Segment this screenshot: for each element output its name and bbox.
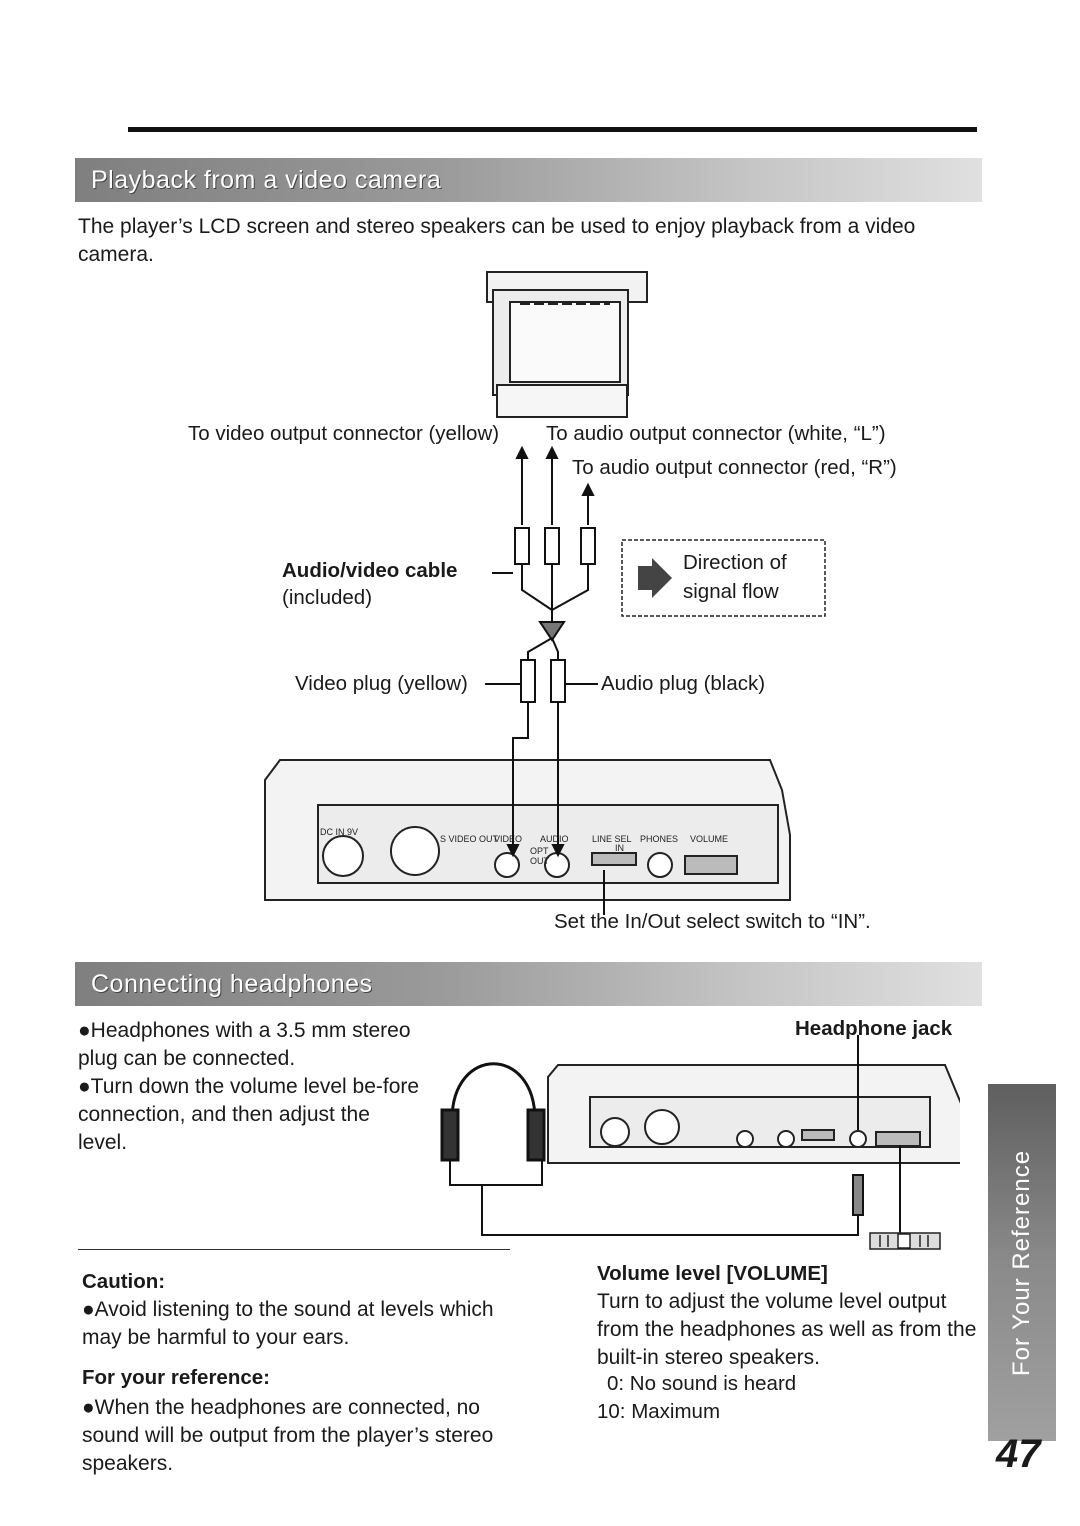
player-side-panel-small — [547, 1064, 960, 1164]
panel-label-opt: OPT — [530, 846, 549, 856]
cable-included-label: (included) — [282, 586, 373, 609]
audio-plug-label: Audio plug (black) — [601, 672, 766, 695]
video-plug-label: Video plug (yellow) — [295, 672, 468, 695]
volume-dial-icon — [869, 1232, 941, 1250]
direction-arrow-icon — [638, 558, 672, 598]
headphone-cable — [481, 1035, 901, 1236]
caution-heading: Caution: — [82, 1270, 166, 1293]
page-number: 47 — [996, 1432, 1041, 1476]
cables-to-jacks — [506, 722, 605, 915]
headphone-jack-label: Headphone jack — [795, 1017, 953, 1040]
panel-label-audio: AUDIO — [540, 834, 569, 844]
video-camera-connection-diagram: DC IN 9V S VIDEO OUT VIDEO AUDIO LINE SE… — [264, 271, 826, 915]
panel-label-out: OUT — [530, 856, 550, 866]
panel-label-video: VIDEO — [494, 834, 522, 844]
reference-text: ●When the headphones are connected, no s… — [82, 1396, 494, 1475]
panel-label-line-sel: LINE SEL — [592, 834, 632, 844]
cable-plugs — [485, 610, 598, 722]
reference-heading: For your reference: — [82, 1366, 270, 1389]
sidebar-label: For Your Reference — [1008, 1149, 1035, 1376]
connector-arrows — [515, 445, 595, 525]
switch-note: Set the In/Out select switch to “IN”. — [554, 910, 871, 933]
volume-min: 0: No sound is heard — [607, 1372, 797, 1395]
panel-label-dc-in: DC IN 9V — [320, 827, 358, 837]
section-title-headphones: Connecting headphones — [75, 962, 982, 1006]
caution-divider — [78, 1249, 510, 1250]
sidebar-tab: For Your Reference — [988, 1084, 1056, 1441]
player-side-panel — [264, 759, 791, 901]
headphones-bullet-2: ●Turn down the volume level be-fore conn… — [78, 1075, 420, 1154]
rca-plugs — [514, 527, 596, 611]
headphones-bullet-1: ●Headphones with a 3.5 mm stereo plug ca… — [78, 1019, 411, 1070]
signal-flow-legend — [621, 539, 826, 617]
audio-output-white-label: To audio output connector (white, “L”) — [546, 422, 886, 445]
panel-label-in: IN — [615, 843, 624, 853]
cable-name-label: Audio/video cable — [282, 559, 458, 582]
panel-label-phones: PHONES — [640, 834, 678, 844]
headphones-icon — [440, 1062, 546, 1186]
video-camera-illustration — [486, 271, 648, 418]
panel-label-volume: VOLUME — [690, 834, 728, 844]
volume-heading: Volume level [VOLUME] — [597, 1262, 828, 1285]
audio-output-red-label: To audio output connector (red, “R”) — [572, 456, 897, 479]
caution-text: ●Avoid listening to the sound at levels … — [82, 1298, 494, 1349]
video-output-label: To video output connector (yellow) — [188, 422, 500, 445]
direction-label-line1: Direction of — [683, 551, 787, 574]
volume-text: Turn to adjust the volume level output f… — [597, 1290, 977, 1369]
top-rule — [128, 127, 977, 132]
panel-label-s-video: S VIDEO OUT — [440, 834, 499, 844]
intro-paragraph: The player’s LCD screen and stereo speak… — [78, 215, 916, 266]
headphone-connection-diagram — [440, 1035, 960, 1250]
section-title-video-camera: Playback from a video camera — [75, 158, 982, 202]
volume-max: 10: Maximum — [597, 1400, 721, 1423]
direction-label-line2: signal flow — [683, 580, 779, 603]
